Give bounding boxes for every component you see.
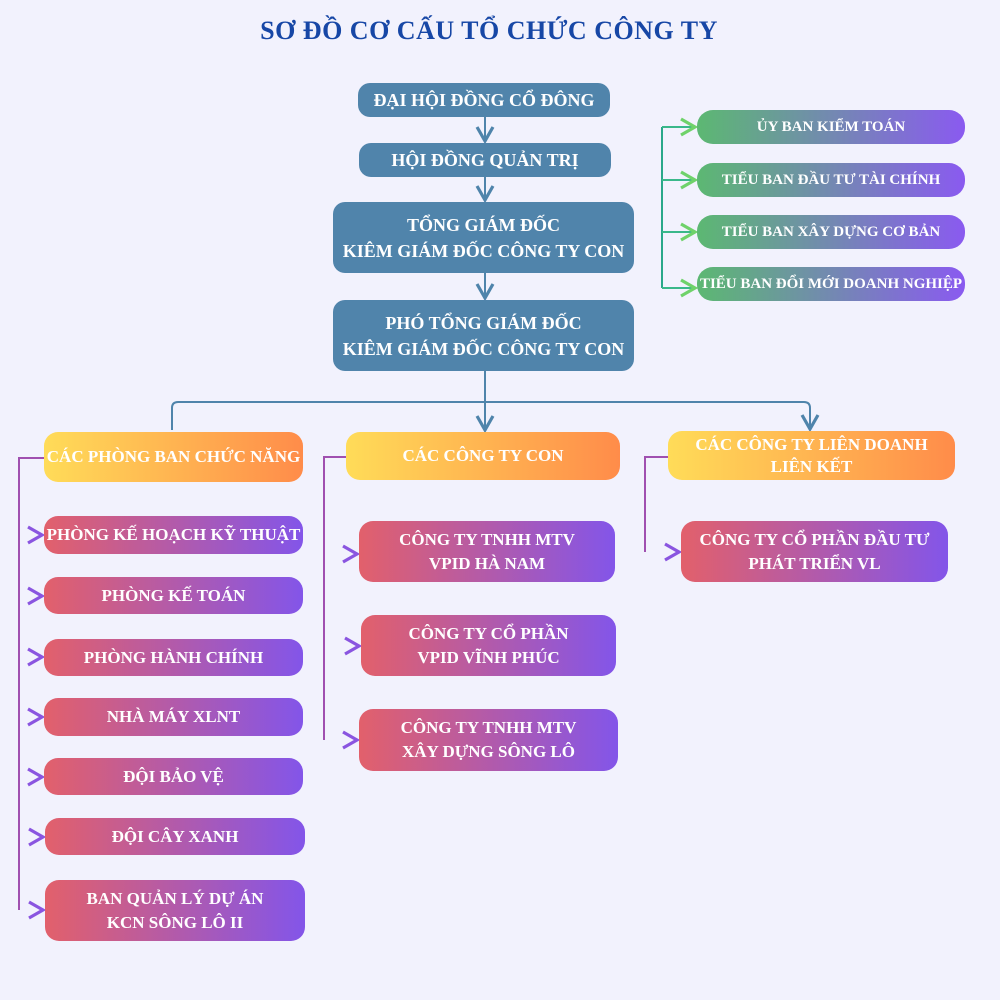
node-label: PHÓ TỔNG GIÁM ĐỐC bbox=[385, 312, 582, 333]
node-affiliate[interactable]: CÔNG TY CỔ PHẦN ĐẦU TƯ PHÁT TRIỂN VL bbox=[681, 521, 948, 582]
group-subsidiaries[interactable]: CÁC CÔNG TY CON bbox=[346, 432, 620, 480]
node-committee[interactable]: TIỂU BAN ĐỔI MỚI DOANH NGHIỆP bbox=[697, 267, 965, 301]
group-label: CÁC PHÒNG BAN CHỨC NĂNG bbox=[46, 447, 301, 466]
node-label: ĐỘI BẢO VỆ bbox=[123, 766, 224, 786]
page-title: SƠ ĐỒ CƠ CẤU TỔ CHỨC CÔNG TY bbox=[260, 16, 718, 45]
node-label: TIỂU BAN ĐỔI MỚI DOANH NGHIỆP bbox=[699, 276, 963, 292]
node-label: ĐỘI CÂY XANH bbox=[111, 826, 239, 846]
node-department[interactable]: ĐỘI BẢO VỆ bbox=[44, 758, 303, 795]
node-subsidiary[interactable]: CÔNG TY TNHH MTV XÂY DỰNG SÔNG LÔ bbox=[359, 709, 618, 771]
node-label: ỦY BAN KIỂM TOÁN bbox=[756, 119, 906, 135]
node-label: BAN QUẢN LÝ DỰ ÁN bbox=[86, 888, 264, 908]
node-label: KIÊM GIÁM ĐỐC CÔNG TY CON bbox=[342, 240, 625, 261]
node-label: TIỂU BAN ĐẦU TƯ TÀI CHÍNH bbox=[721, 172, 941, 188]
node-label: VPID VĨNH PHÚC bbox=[417, 647, 560, 667]
node-label: PHÁT TRIỂN VL bbox=[748, 553, 881, 573]
node-subsidiary[interactable]: CÔNG TY TNHH MTV VPID HÀ NAM bbox=[359, 521, 615, 582]
node-label: NHÀ MÁY XLNT bbox=[106, 707, 241, 726]
node-label: CÔNG TY CỔ PHẦN bbox=[408, 623, 569, 643]
node-label: KCN SÔNG LÔ II bbox=[106, 912, 244, 932]
node-department[interactable]: NHÀ MÁY XLNT bbox=[44, 698, 303, 736]
node-label: TIỂU BAN XÂY DỰNG CƠ BẢN bbox=[721, 224, 941, 240]
node-shareholders[interactable]: ĐẠI HỘI ĐỒNG CỔ ĐÔNG bbox=[358, 83, 610, 117]
node-label: XÂY DỰNG SÔNG LÔ bbox=[402, 742, 575, 761]
node-label: CÔNG TY CỔ PHẦN ĐẦU TƯ bbox=[699, 529, 930, 549]
group-label: CÁC CÔNG TY LIÊN DOANH bbox=[695, 434, 928, 454]
node-label: KIÊM GIÁM ĐỐC CÔNG TY CON bbox=[342, 338, 625, 359]
node-label: PHÒNG HÀNH CHÍNH bbox=[83, 647, 264, 667]
group-label: CÁC CÔNG TY CON bbox=[402, 446, 564, 465]
node-department[interactable]: BAN QUẢN LÝ DỰ ÁN KCN SÔNG LÔ II bbox=[45, 880, 305, 941]
node-committee[interactable]: TIỂU BAN ĐẦU TƯ TÀI CHÍNH bbox=[697, 163, 965, 197]
node-deputy-ceo[interactable]: PHÓ TỔNG GIÁM ĐỐC KIÊM GIÁM ĐỐC CÔNG TY C… bbox=[333, 300, 634, 371]
node-label: PHÒNG KẾ TOÁN bbox=[101, 585, 246, 605]
node-department[interactable]: PHÒNG KẾ TOÁN bbox=[44, 577, 303, 614]
node-label: PHÒNG KẾ HOẠCH KỸ THUẬT bbox=[46, 525, 301, 544]
node-department[interactable]: ĐỘI CÂY XANH bbox=[45, 818, 305, 855]
node-label: VPID HÀ NAM bbox=[428, 553, 546, 573]
node-subsidiary[interactable]: CÔNG TY CỔ PHẦN VPID VĨNH PHÚC bbox=[361, 615, 616, 676]
connector bbox=[171, 401, 820, 433]
node-label: HỘI ĐỒNG QUẢN TRỊ bbox=[391, 150, 579, 170]
node-department[interactable]: PHÒNG KẾ HOẠCH KỸ THUẬT bbox=[44, 516, 303, 554]
node-department[interactable]: PHÒNG HÀNH CHÍNH bbox=[44, 639, 303, 676]
node-committee[interactable]: TIỂU BAN XÂY DỰNG CƠ BẢN bbox=[697, 215, 965, 249]
node-committee[interactable]: ỦY BAN KIỂM TOÁN bbox=[697, 110, 965, 144]
node-label: TỔNG GIÁM ĐỐC bbox=[407, 214, 560, 235]
group-departments[interactable]: CÁC PHÒNG BAN CHỨC NĂNG bbox=[44, 432, 303, 482]
node-label: CÔNG TY TNHH MTV bbox=[400, 718, 577, 737]
group-label: LIÊN KẾT bbox=[770, 456, 853, 476]
node-ceo[interactable]: TỔNG GIÁM ĐỐC KIÊM GIÁM ĐỐC CÔNG TY CON bbox=[333, 202, 634, 273]
node-label: ĐẠI HỘI ĐỒNG CỔ ĐÔNG bbox=[373, 90, 595, 110]
node-board[interactable]: HỘI ĐỒNG QUẢN TRỊ bbox=[359, 143, 611, 177]
node-label: CÔNG TY TNHH MTV bbox=[399, 529, 575, 549]
